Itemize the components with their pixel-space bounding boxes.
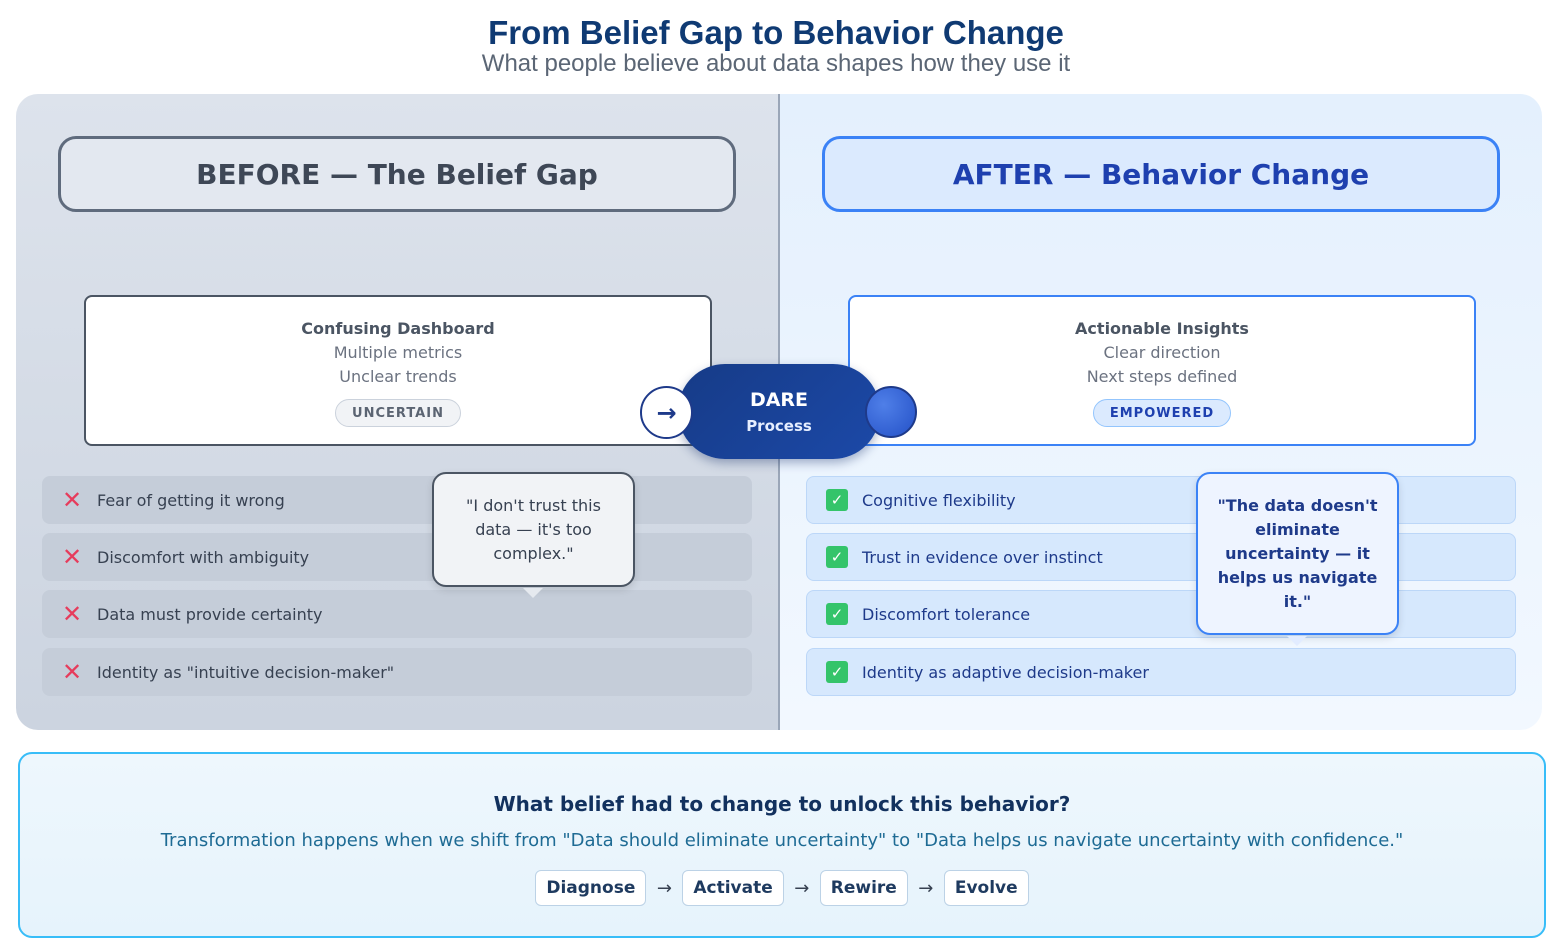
dare-process-node: DARE Process <box>678 364 880 459</box>
x-mark-icon: ✕ <box>61 600 83 628</box>
x-mark-icon: ✕ <box>61 543 83 571</box>
arrow-right-icon: → <box>794 877 810 899</box>
uncertain-badge: UNCERTAIN <box>335 399 461 427</box>
dare-subtitle: Process <box>746 416 812 435</box>
after-belief-label: Discomfort tolerance <box>862 604 1031 624</box>
before-belief-label: Identity as "intuitive decision-maker" <box>97 662 395 682</box>
arrow-right-icon: → <box>640 386 693 439</box>
check-mark-icon: ✓ <box>826 661 848 683</box>
after-belief-label: Identity as adaptive decision-maker <box>862 662 1149 682</box>
empowered-badge: EMPOWERED <box>1092 399 1232 427</box>
after-belief-row: ✓ Identity as adaptive decision-maker <box>806 648 1516 696</box>
before-card-line-2: Unclear trends <box>339 367 457 386</box>
x-mark-icon: ✕ <box>61 486 83 514</box>
before-belief-label: Data must provide certainty <box>97 604 323 624</box>
before-belief-row: ✕ Identity as "intuitive decision-maker" <box>42 648 752 696</box>
before-belief-row: ✕ Data must provide certainty <box>42 590 752 638</box>
after-belief-label: Cognitive flexibility <box>862 490 1016 510</box>
check-mark-icon: ✓ <box>826 489 848 511</box>
arrow-right-icon: → <box>918 877 934 899</box>
check-mark-icon: ✓ <box>826 546 848 568</box>
before-quote-text: "I don't trust this data — it's too comp… <box>466 495 601 563</box>
page-subtitle: What people believe about data shapes ho… <box>481 50 1071 76</box>
before-card-line-1: Multiple metrics <box>333 343 463 362</box>
page-title: From Belief Gap to Behavior Change <box>488 14 1064 51</box>
after-quote-bubble: "The data doesn't eliminate uncertainty … <box>1196 472 1399 635</box>
after-card: Actionable Insights Clear direction Next… <box>848 295 1476 446</box>
before-quote-tail <box>523 588 543 598</box>
before-quote-bubble: "I don't trust this data — it's too comp… <box>432 472 635 587</box>
dare-steps: Diagnose → Activate → Rewire → Evolve <box>535 870 1029 906</box>
reflection-title: What belief had to change to unlock this… <box>493 792 1071 816</box>
before-belief-row: ✕ Discomfort with ambiguity <box>42 533 752 581</box>
reflection-box: What belief had to change to unlock this… <box>18 752 1546 938</box>
after-card-line-2: Next steps defined <box>1086 367 1238 386</box>
before-belief-label: Fear of getting it wrong <box>97 490 285 510</box>
reflection-text: Transformation happens when we shift fro… <box>160 830 1404 851</box>
after-quote-text: "The data doesn't eliminate uncertainty … <box>1217 495 1378 611</box>
after-card-title: Actionable Insights <box>1075 319 1249 338</box>
after-card-line-1: Clear direction <box>1103 343 1221 362</box>
after-heading: AFTER — Behavior Change <box>822 136 1500 212</box>
after-belief-row: ✓ Discomfort tolerance <box>806 590 1516 638</box>
before-heading: BEFORE — The Belief Gap <box>58 136 736 212</box>
check-mark-icon: ✓ <box>826 603 848 625</box>
step-activate: Activate <box>682 870 784 906</box>
step-diagnose: Diagnose <box>535 870 647 906</box>
after-quote-tail <box>1287 636 1307 646</box>
before-belief-label: Discomfort with ambiguity <box>97 547 310 567</box>
dare-title: DARE <box>749 388 809 411</box>
after-belief-label: Trust in evidence over instinct <box>862 547 1103 567</box>
x-mark-icon: ✕ <box>61 658 83 686</box>
after-belief-row: ✓ Cognitive flexibility <box>806 476 1516 524</box>
before-card-title: Confusing Dashboard <box>301 319 495 338</box>
before-card: Confusing Dashboard Multiple metrics Unc… <box>84 295 712 446</box>
arrow-right-icon: → <box>656 877 672 899</box>
connector-dot <box>865 386 917 438</box>
step-rewire: Rewire <box>819 870 908 906</box>
after-belief-row: ✓ Trust in evidence over instinct <box>806 533 1516 581</box>
step-evolve: Evolve <box>943 870 1029 906</box>
before-belief-row: ✕ Fear of getting it wrong <box>42 476 752 524</box>
